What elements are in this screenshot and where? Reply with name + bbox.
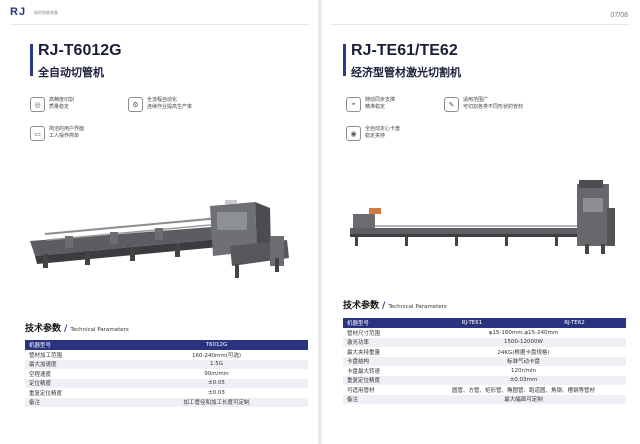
table-row: 重复定位精度±0.03mm <box>343 375 626 385</box>
table-row: 重复定位精度±0.03 <box>29 389 225 397</box>
feature-item: ▭ 简洁的用户界面工人操作简单 <box>30 126 84 141</box>
tool-icon: ✎ <box>444 97 459 112</box>
feature-item: ⚙ 全流程自动化连续作业提高生产率 <box>128 97 192 112</box>
product-model-title: RJ-TE61/TE62 <box>351 42 458 59</box>
screen-icon: ▭ <box>30 126 45 141</box>
table-row: 可适用管材圆管、方管、矩形管、椭圆管、跑道圆、角钢、槽钢等管材 <box>347 387 595 394</box>
tube-cutting-machine-image <box>25 196 295 286</box>
table-header-row: 机器型号 T6012G <box>25 340 308 350</box>
laser-cutting-machine-image <box>345 178 625 258</box>
product-subtitle: 经济型管材激光切割机 <box>351 66 461 79</box>
feature-item: ◎ 高精度切割质量稳定 <box>30 97 74 112</box>
header-rule-right <box>330 24 630 25</box>
title-accent-bar <box>343 44 346 76</box>
table-row: 备注最大幅面可定制 <box>343 394 626 404</box>
feature-item: ✎ 适用范围广可切割各类不同形状的管材 <box>444 97 523 112</box>
location-icon: ⌖ <box>346 97 361 112</box>
table-row: 备注加工管径和加工长度可定制 <box>25 397 308 407</box>
table-header-row: 机器型号 RJ-TE61 RJ-TE62 <box>343 318 626 328</box>
spec-heading: 技术参数 / Technical Parameters <box>25 324 129 334</box>
chuck-icon: ◉ <box>346 126 361 141</box>
gear-icon: ⚙ <box>128 97 143 112</box>
target-icon: ◎ <box>30 97 45 112</box>
table-row: 定位精度±0.05 <box>25 378 308 388</box>
feature-item: ◉ 全自动定心卡盘稳定夹持 <box>346 126 400 141</box>
header-rule-left <box>10 24 310 25</box>
feature-item: ⌖ 随动同步支撑精准稳定 <box>346 97 395 112</box>
table-row: 卡盘结构标准气动卡盘 <box>343 356 626 366</box>
product-subtitle: 全自动切管机 <box>38 66 104 79</box>
brand-subtitle: 瑞杰智能装备 <box>34 10 58 15</box>
spec-heading: 技术参数 / Technical Parameters <box>343 301 447 311</box>
brand-logo: RJ <box>10 6 27 18</box>
product-model-title: RJ-T6012G <box>38 42 122 59</box>
page-number: 07/08 <box>610 12 628 19</box>
page-spine <box>318 0 322 444</box>
title-accent-bar <box>30 44 33 76</box>
